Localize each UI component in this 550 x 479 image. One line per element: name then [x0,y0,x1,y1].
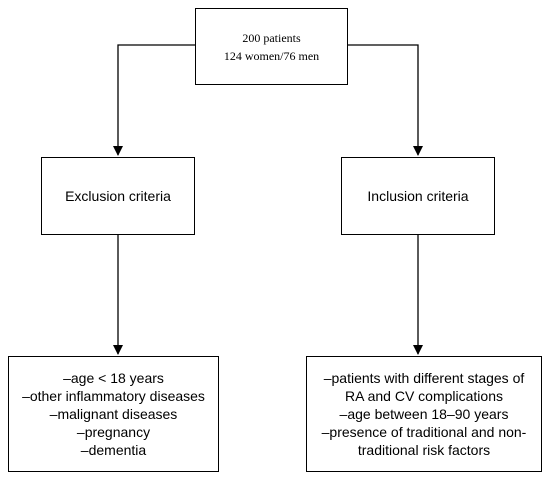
exclusion-item: –age < 18 years [63,370,164,386]
inclusion-criteria-title: Inclusion criteria [367,188,469,204]
exclusion-item: –other inflammatory diseases [22,388,205,404]
inclusion-criteria-box: Inclusion criteria [341,157,495,235]
arrow-top-to-inclusion [348,44,423,156]
exclusion-item: –malignant diseases [49,406,178,422]
inclusion-item: RA and CV complications [345,388,503,404]
exclusion-item: –dementia [80,442,147,458]
arrow-top-to-exclusion [113,44,195,156]
inclusion-criteria-list: –patients with different stages of RA an… [306,356,542,472]
patients-gender-split: 124 women/76 men [223,48,320,63]
exclusion-item: –pregnancy [76,424,151,440]
exclusion-criteria-title: Exclusion criteria [65,188,171,204]
exclusion-criteria-list: –age < 18 years –other inflammatory dise… [8,356,219,472]
inclusion-item: –presence of traditional and non- [321,424,527,440]
inclusion-item: –age between 18–90 years [339,406,509,422]
patients-count: 200 patients [242,30,301,45]
inclusion-item: –patients with different stages of [323,370,525,386]
patients-box: 200 patients 124 women/76 men [195,8,348,85]
exclusion-criteria-box: Exclusion criteria [41,157,195,235]
inclusion-item: traditional risk factors [357,442,491,458]
